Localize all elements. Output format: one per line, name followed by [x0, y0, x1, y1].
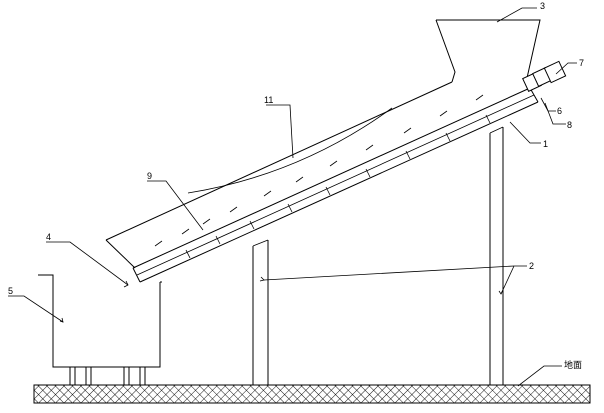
screw-flights-upper [154, 94, 484, 247]
label-tube: 1 [543, 139, 548, 149]
support-post-short [252, 240, 269, 385]
label-screw-shaft: 9 [147, 171, 152, 181]
label-part-8: 8 [567, 120, 572, 130]
leader-lines [8, 7, 577, 387]
outer-casing [105, 81, 453, 283]
flow-arrows [59, 276, 504, 323]
label-screen: 11 [264, 95, 273, 105]
label-receiving-bin: 5 [8, 286, 13, 296]
label-discharge-chute: 4 [46, 232, 51, 242]
screw-flights-lower [185, 114, 491, 259]
label-part-6: 6 [557, 106, 562, 116]
screen-plate [187, 107, 393, 194]
label-feed-hopper: 3 [540, 1, 545, 11]
label-motor: 7 [579, 58, 584, 68]
label-ground: 地面 [564, 359, 582, 370]
tube-brackets [252, 126, 504, 247]
ground-slab [33, 384, 591, 404]
receiving-bin [38, 274, 161, 386]
feed-hopper [435, 19, 541, 83]
drive-motor [522, 60, 567, 92]
support-post-tall [489, 127, 504, 385]
label-supports: 2 [529, 261, 534, 271]
inclined-tube [132, 87, 539, 283]
